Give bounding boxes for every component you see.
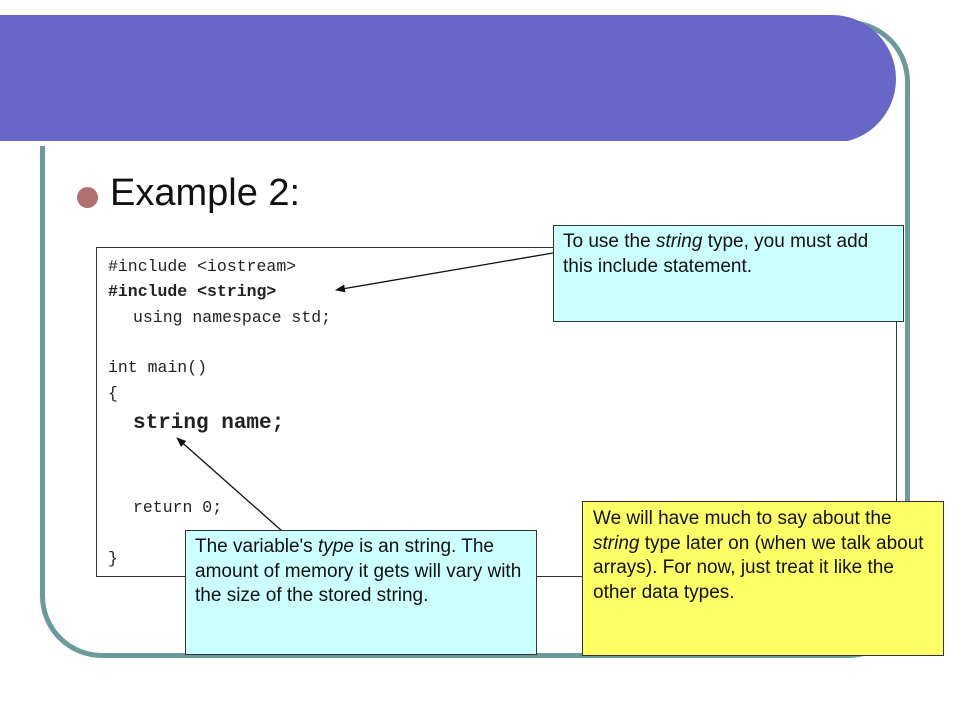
code-line-string-name: string name; <box>133 412 285 435</box>
title-rule <box>0 141 848 146</box>
code-line-include-iostream: #include <iostream> <box>108 257 297 276</box>
callout-text: type, you must add this include statemen… <box>563 231 869 277</box>
callout-include-note: To use the string type, you must add thi… <box>553 225 904 322</box>
callout-emphasis: type <box>317 536 354 557</box>
callout-emphasis: string <box>655 231 703 252</box>
callout-type-note: The variable's type is an string. The am… <box>185 530 537 655</box>
callout-text: The variable's <box>195 536 318 557</box>
code-line-return: return 0; <box>133 498 223 517</box>
callout-text: To use the <box>563 231 656 252</box>
callout-emphasis: string <box>593 532 640 554</box>
callout-text: type later on (when we talk about arrays… <box>593 532 924 604</box>
code-line-close-brace: } <box>108 549 118 568</box>
code-line-open-brace: { <box>108 384 118 403</box>
arrow-to-string-name <box>176 437 283 532</box>
callout-text: We will have much to say about the <box>593 508 892 529</box>
title-bar <box>0 15 896 146</box>
arrow-to-include <box>335 252 554 293</box>
slide-title: Example 2: <box>110 172 301 214</box>
code-line-using-namespace: using namespace std; <box>133 308 332 327</box>
code-line-include-string: #include <string> <box>108 282 277 301</box>
code-line-main: int main() <box>108 358 208 377</box>
title-bullet <box>77 187 98 208</box>
callout-later-note: We will have much to say about the strin… <box>582 501 944 656</box>
callout-text: is an string. The amount of memory it ge… <box>195 536 522 607</box>
